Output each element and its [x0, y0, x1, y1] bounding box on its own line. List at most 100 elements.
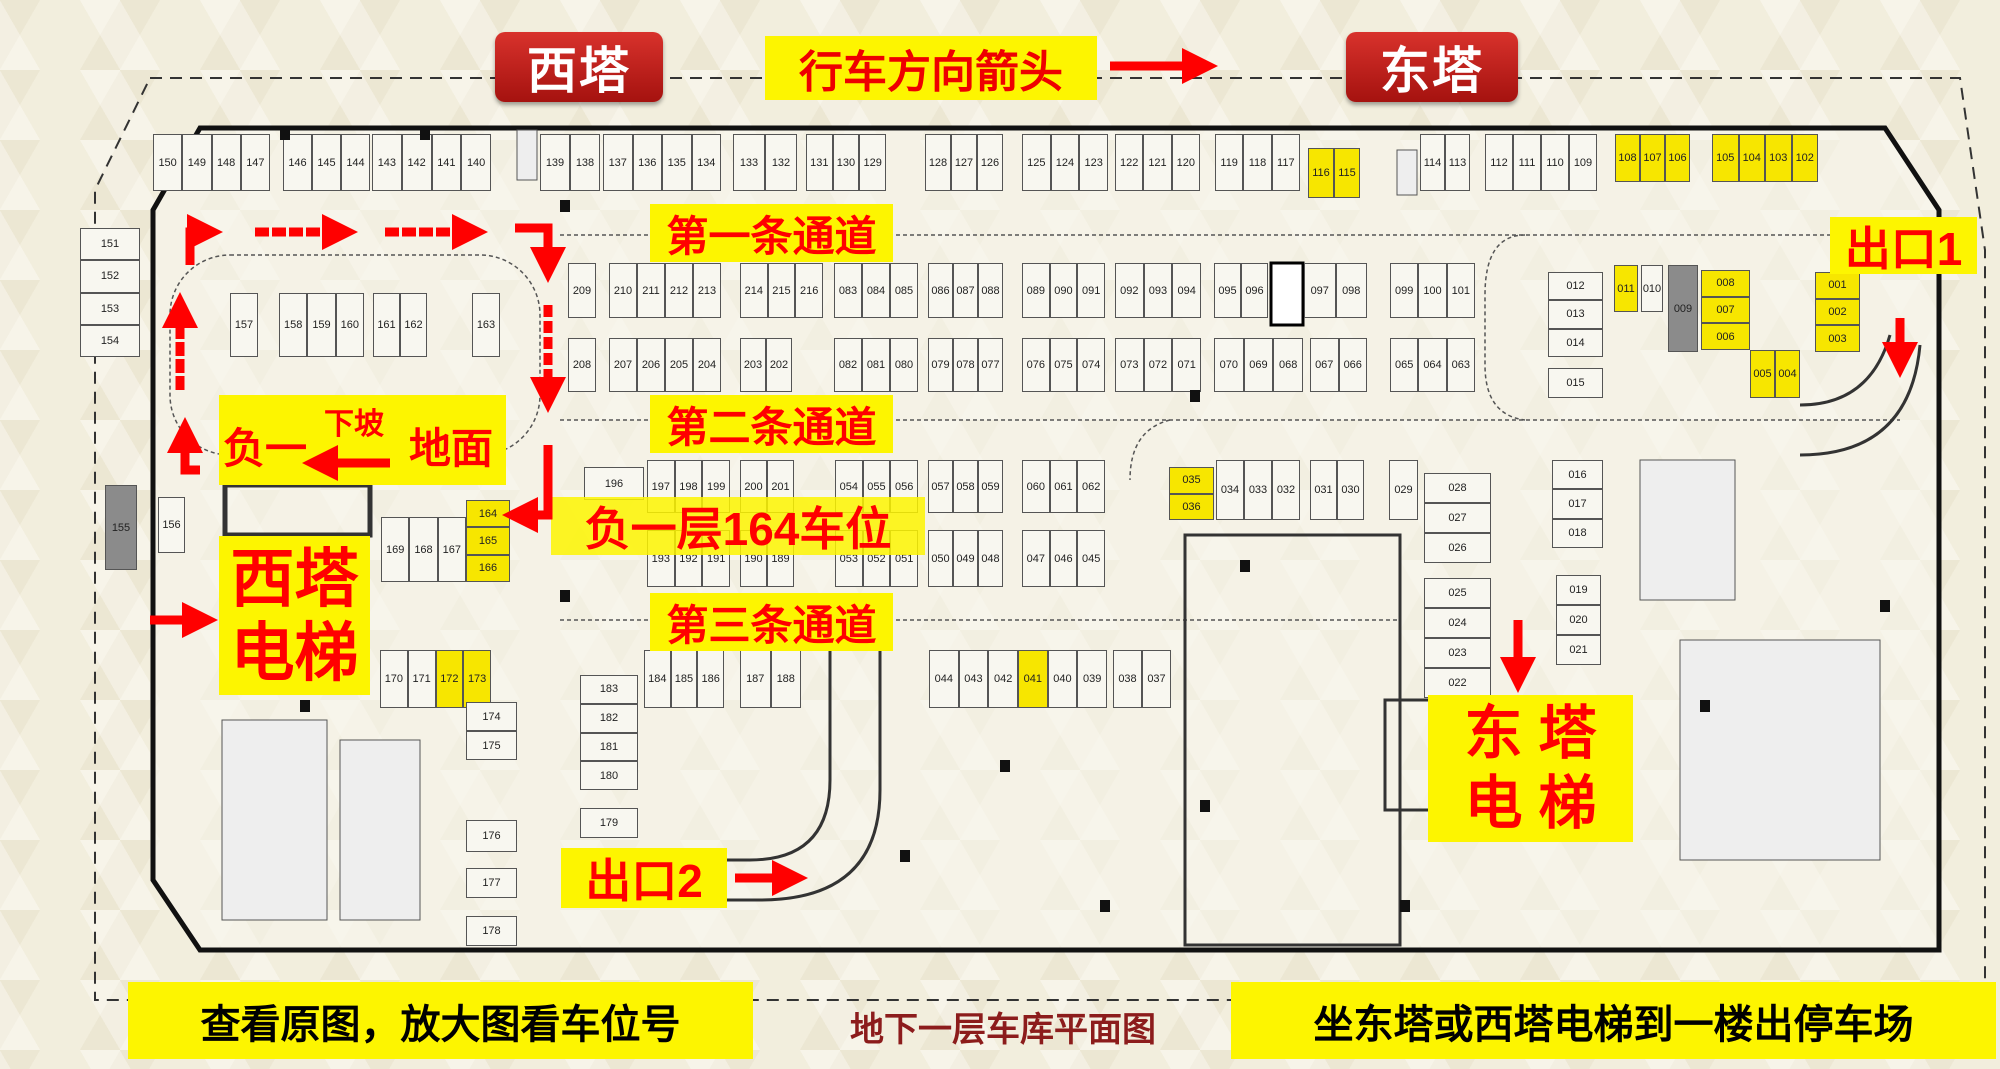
- parking-spot: 005: [1750, 350, 1775, 398]
- parking-spot: 163: [472, 293, 500, 357]
- parking-spot: 159: [307, 293, 336, 357]
- parking-spot: 089: [1022, 263, 1050, 318]
- parking-spot: 079: [928, 338, 953, 392]
- parking-spot: 133: [733, 134, 765, 191]
- parking-spot: 096: [1241, 263, 1268, 318]
- parking-spot: 114: [1420, 134, 1445, 191]
- pillar: [1190, 390, 1200, 402]
- west-elevator-label: 西塔 电梯: [219, 536, 370, 695]
- parking-spot: 154: [80, 324, 140, 357]
- parking-spot: 144: [341, 134, 370, 191]
- parking-spot: 024: [1424, 608, 1491, 638]
- parking-spot: 215: [767, 263, 796, 318]
- parking-spot: 063: [1446, 338, 1475, 392]
- parking-spot: 062: [1077, 460, 1105, 513]
- parking-spot: 105: [1712, 134, 1739, 182]
- parking-spot: 061: [1049, 460, 1078, 513]
- parking-spot: 047: [1022, 530, 1050, 587]
- map-title: 地下一层车库平面图: [850, 1011, 1156, 1049]
- parking-spot: 196: [584, 467, 644, 500]
- pillar: [1400, 900, 1410, 912]
- pillar: [280, 128, 290, 140]
- parking-spot: 038: [1113, 650, 1142, 708]
- parking-spot: 093: [1143, 263, 1173, 318]
- parking-spot: 170: [380, 650, 408, 708]
- parking-spot: 187: [740, 650, 771, 708]
- parking-spot: 107: [1640, 134, 1665, 182]
- parking-spot: 007: [1701, 296, 1750, 324]
- parking-spot: 202: [766, 338, 792, 392]
- parking-spot: 157: [230, 293, 258, 357]
- parking-spot: 148: [211, 134, 241, 191]
- parking-spot: 213: [693, 263, 721, 318]
- parking-spot: 181: [580, 732, 638, 762]
- route-arrow-icon: [502, 445, 553, 533]
- parking-spot: 076: [1022, 338, 1050, 392]
- parking-spot: 033: [1244, 460, 1272, 520]
- parking-spot: 077: [978, 338, 1003, 392]
- east-tower-button[interactable]: 东塔: [1346, 32, 1518, 102]
- parking-spot: 186: [697, 650, 724, 708]
- parking-spot: 009: [1668, 265, 1698, 352]
- parking-spot: 037: [1142, 650, 1171, 708]
- view-original-hint: 查看原图，放大图看车位号: [128, 982, 753, 1059]
- parking-spot: 211: [637, 263, 665, 318]
- ramp-ground-text: 地面: [409, 425, 494, 472]
- parking-spot: 011: [1614, 265, 1638, 312]
- pillar: [1700, 700, 1710, 712]
- parking-spot: 147: [240, 134, 270, 191]
- parking-spot: 002: [1815, 298, 1860, 326]
- parking-spot: 161: [373, 293, 400, 357]
- pillar: [560, 590, 570, 602]
- parking-spot: 141: [431, 134, 462, 191]
- parking-spot: 106: [1665, 134, 1690, 182]
- parking-spot: 150: [153, 134, 183, 191]
- parking-spot: 046: [1049, 530, 1078, 587]
- parking-spot: 008: [1701, 270, 1750, 297]
- parking-spot: 058: [953, 460, 978, 513]
- parking-spot: 071: [1172, 338, 1201, 392]
- route-arrow-icon: [185, 214, 223, 265]
- parking-spot: 050: [928, 530, 953, 587]
- ramp-label: 负一 下坡 地面: [219, 395, 506, 485]
- parking-spot: 175: [466, 731, 517, 760]
- parking-spot: 095: [1214, 263, 1241, 318]
- parking-spot: 069: [1243, 338, 1274, 392]
- parking-spot: 078: [953, 338, 978, 392]
- parking-spot: 149: [182, 134, 212, 191]
- parking-spot: 097: [1304, 263, 1336, 318]
- parking-spot: 074: [1077, 338, 1105, 392]
- parking-spot: 060: [1022, 460, 1050, 513]
- parking-spot: 082: [834, 338, 862, 392]
- parking-spot: 026: [1424, 533, 1491, 563]
- parking-spot: 108: [1615, 134, 1640, 182]
- parking-spot: 103: [1765, 134, 1792, 182]
- lane-1-label: 第一条通道: [650, 204, 893, 262]
- parking-spot: 086: [928, 263, 953, 318]
- parking-spot: 115: [1334, 148, 1360, 198]
- pillar: [560, 200, 570, 212]
- parking-spot: 136: [632, 134, 662, 191]
- parking-spot: 059: [978, 460, 1003, 513]
- parking-spot: 184: [644, 650, 671, 708]
- parking-spot: 064: [1418, 338, 1447, 392]
- parking-spot: 206: [637, 338, 665, 392]
- parking-spot: 182: [580, 703, 638, 733]
- elevator-exit-hint: 坐东塔或西塔电梯到一楼出停车场: [1231, 982, 1996, 1059]
- parking-spot: 094: [1172, 263, 1201, 318]
- parking-spot: 142: [401, 134, 432, 191]
- parking-spot: 166: [466, 554, 510, 582]
- parking-spot: 030: [1337, 460, 1364, 520]
- west-tower-button[interactable]: 西塔: [495, 32, 663, 102]
- parking-spot: 122: [1115, 134, 1144, 191]
- parking-spot: 081: [862, 338, 890, 392]
- parking-spot: 070: [1214, 338, 1244, 392]
- parking-spot: 143: [372, 134, 402, 191]
- parking-spot: 072: [1143, 338, 1173, 392]
- parking-spot: 083: [834, 263, 862, 318]
- pillar: [1240, 560, 1250, 572]
- parking-spot: 165: [466, 527, 510, 555]
- parking-spot: 019: [1556, 575, 1601, 605]
- parking-spot: 210: [609, 263, 637, 318]
- parking-spot: 152: [80, 260, 140, 293]
